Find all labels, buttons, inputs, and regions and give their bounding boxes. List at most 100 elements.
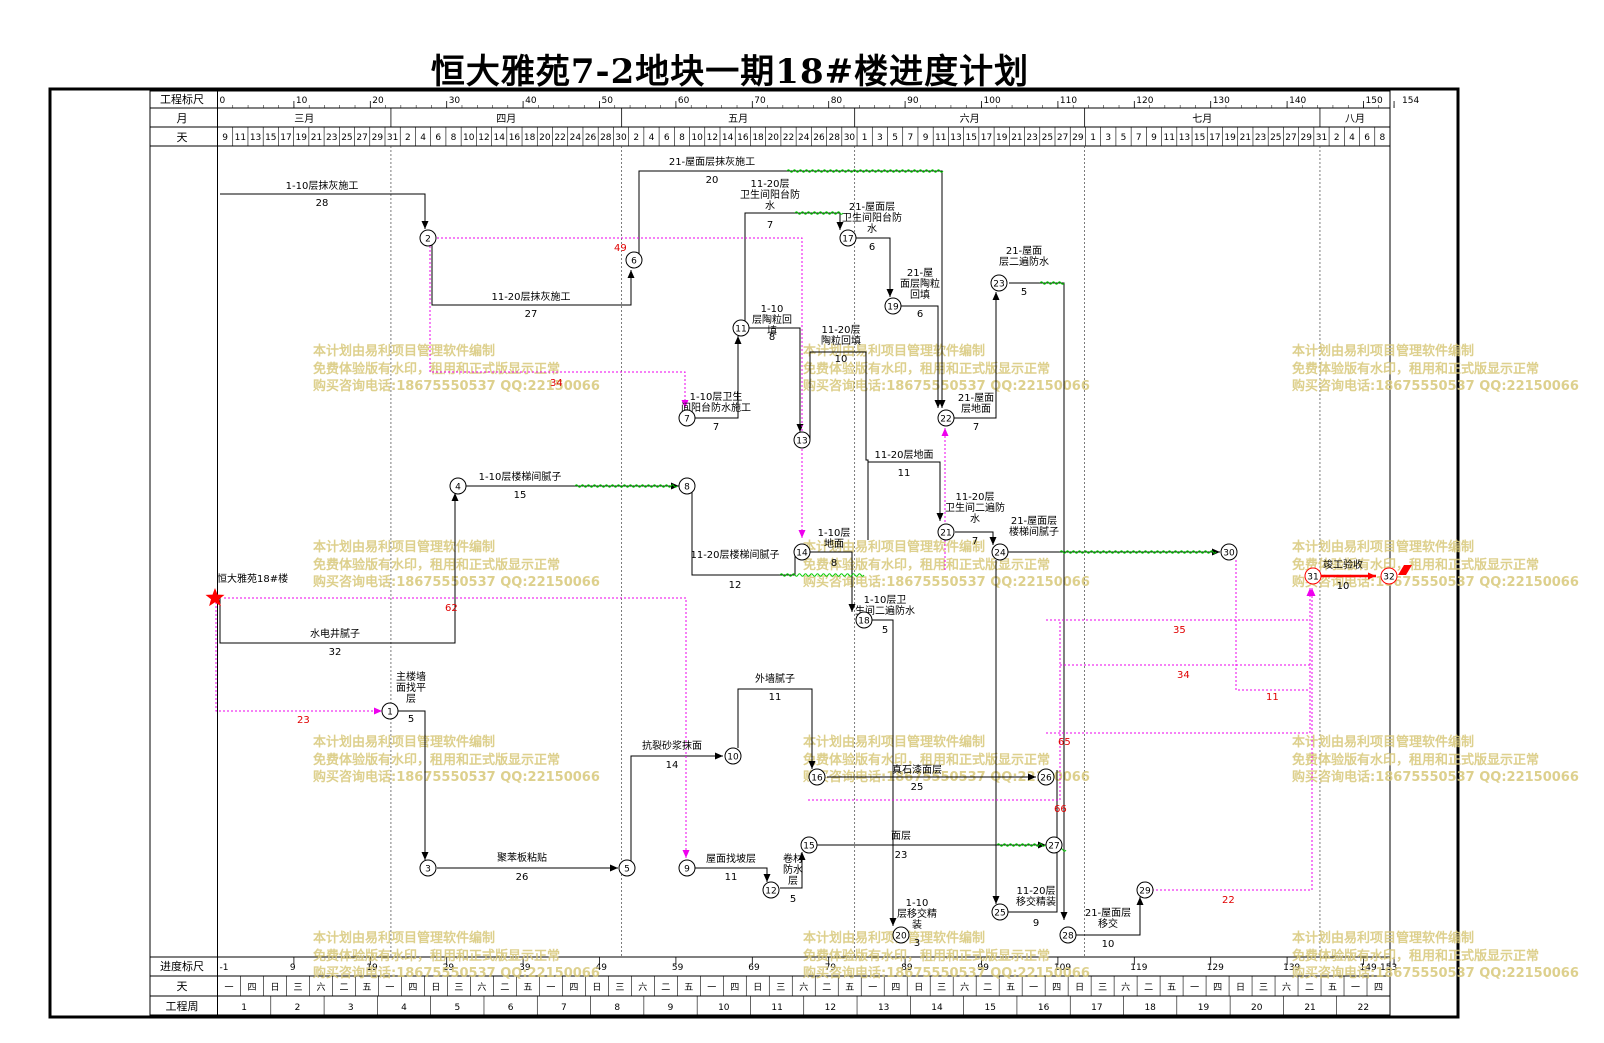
float-value: 23	[297, 715, 310, 726]
weekday-label: 六	[1282, 981, 1291, 993]
task-label: 移交精装	[1016, 895, 1056, 908]
day-label: 4	[1349, 133, 1355, 143]
task-label: 层陶粒回	[752, 313, 792, 326]
node-circle	[1304, 567, 1322, 585]
task-label: 楼梯间腻子	[1009, 525, 1059, 538]
day-label: 19	[1224, 133, 1236, 143]
arrowhead	[889, 918, 897, 926]
task-label: 11-20层	[821, 324, 860, 336]
month-label: 六月	[960, 113, 980, 125]
day-label: 24	[798, 133, 810, 143]
activity-arrow	[744, 212, 841, 327]
free-float-wave	[794, 211, 844, 215]
arrowhead	[1368, 572, 1376, 580]
watermark: 本计划由易利项目管理软件编制免费体验版有水印，租用和正式版显示正常购买咨询电话:…	[313, 343, 1579, 981]
day-label: 7	[907, 133, 913, 143]
activity-arrow	[630, 755, 723, 862]
node-number: 14	[796, 549, 808, 559]
node-number: 24	[994, 549, 1006, 559]
weekday-label: 五	[845, 983, 854, 993]
node-number: 6	[631, 257, 637, 267]
month-label: 五月	[728, 113, 748, 125]
day-label: 28	[828, 133, 840, 143]
task-label: 21-屋面	[1006, 245, 1042, 257]
watermark-line: 购买咨询电话:18675550537 QQ:22150066	[313, 965, 600, 981]
day-label: 23	[326, 133, 337, 143]
task-label: 卫生间阳台防	[740, 188, 800, 201]
node-number: 31	[1307, 573, 1318, 583]
day-label: 6	[435, 133, 441, 143]
weekday-label: 六	[799, 981, 808, 993]
arrowhead	[798, 530, 806, 538]
node-circle	[892, 926, 910, 944]
task-label: 卫生间阳台防	[842, 211, 902, 224]
watermark-line: 免费体验版有水印，租用和正式版显示正常	[1292, 557, 1539, 573]
node-circle	[884, 297, 902, 315]
free-float-wave	[786, 169, 944, 173]
weekday-label: 一	[1029, 983, 1038, 993]
node-number: 4	[455, 483, 461, 493]
task-label: 主楼墙	[396, 670, 426, 683]
weekday-label: 三	[937, 983, 946, 993]
scale-tick-label: 40	[525, 96, 537, 106]
node-number: 11	[735, 325, 746, 335]
weekday-label: 日	[270, 982, 279, 993]
day-label: 15	[265, 133, 276, 143]
day-label: 20	[539, 133, 551, 143]
task-label: 层地面	[961, 402, 991, 415]
day-label: 1	[862, 133, 868, 143]
task-label: 1-10层卫生	[690, 390, 743, 403]
task-label: 聚苯板粘贴	[497, 851, 547, 864]
weekday-label: 四	[1052, 983, 1061, 993]
free-float-wave	[574, 484, 678, 488]
watermark-line: 免费体验版有水印，租用和正式版显示正常	[1292, 361, 1539, 377]
scale-tick-label: 60	[678, 96, 690, 106]
progress-tick-label: 119	[1130, 963, 1147, 973]
node-circle	[724, 747, 742, 765]
task-duration: 32	[329, 647, 342, 658]
node-circle	[678, 859, 696, 877]
day-label: 28	[600, 133, 612, 143]
node-number: 25	[994, 909, 1005, 919]
node-number: 8	[684, 483, 690, 493]
start-star-icon	[205, 588, 225, 607]
task-duration: 25	[911, 782, 924, 793]
activity-arrow	[429, 246, 686, 408]
watermark-line: 免费体验版有水印，租用和正式版显示正常	[1292, 948, 1539, 964]
task-label: 真石漆面层	[892, 763, 942, 776]
day-label: 21	[1011, 133, 1022, 143]
day-label: 26	[813, 133, 825, 143]
week-label: 16	[1038, 1003, 1050, 1013]
task-label: 1-10	[761, 304, 784, 315]
task-label: 水	[765, 200, 775, 212]
watermark-line: 本计划由易利项目管理软件编制	[803, 539, 985, 555]
progress-tick-label: 49	[596, 963, 608, 973]
day-label: 17	[280, 133, 291, 143]
task-label: 层	[788, 875, 798, 887]
task-labels: 493462233534116566221-10层抹灰施工2811-20层抹灰施…	[217, 155, 1363, 950]
month-label: 四月	[496, 113, 516, 125]
activity-arrow	[1075, 897, 1141, 936]
task-duration: 9	[1033, 918, 1039, 929]
arrowhead	[681, 400, 689, 408]
day-label: 6	[664, 133, 670, 143]
scale-tick-label: 140	[1289, 96, 1306, 106]
task-duration: 14	[666, 760, 679, 771]
activity-arrow	[398, 710, 426, 860]
arrowhead	[671, 482, 679, 490]
task-label: 层	[406, 693, 416, 705]
activity-arrow	[224, 597, 687, 858]
task-label: 面层	[891, 830, 911, 842]
node-circle	[1220, 543, 1238, 561]
watermark-line: 购买咨询电话:18675550537 QQ:22150066	[803, 965, 1090, 981]
float-value: 65	[1058, 737, 1071, 748]
node-circle	[1059, 926, 1077, 944]
weekday-label: 日	[431, 982, 440, 993]
task-duration: 7	[767, 220, 773, 231]
day-label: 3	[1105, 133, 1111, 143]
day-label: 2	[1334, 133, 1340, 143]
day-label: 20	[768, 133, 780, 143]
day-label: 12	[707, 133, 718, 143]
day-label: 11	[235, 133, 246, 143]
